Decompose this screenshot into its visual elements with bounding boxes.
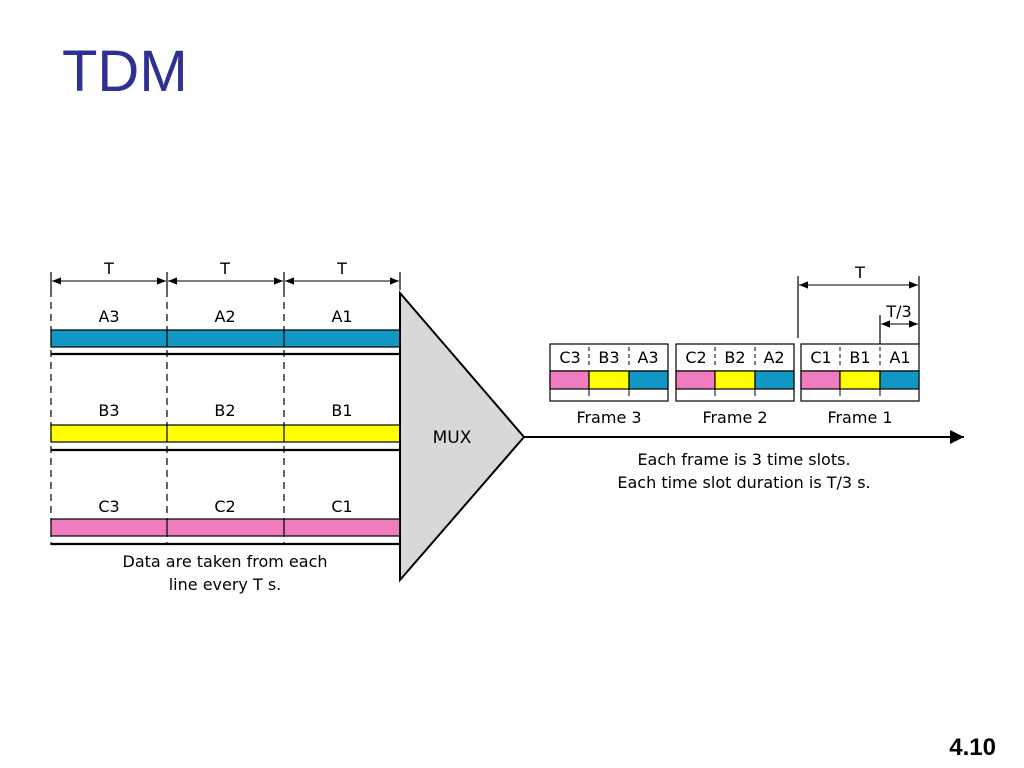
- data-unit-label: A1: [331, 307, 352, 326]
- period-label: T: [219, 259, 230, 278]
- slot-duration-label: T/3: [885, 302, 911, 321]
- period-label: T: [336, 259, 347, 278]
- input-line-b: B3 B2 B1: [50, 401, 401, 452]
- slot-a: [754, 370, 795, 390]
- input-caption-line-2: line every T s.: [169, 575, 282, 594]
- data-unit-label: C3: [98, 497, 119, 516]
- frame-3: C3 B3 A3 Frame 3: [549, 343, 669, 427]
- line-b-bar: [50, 424, 401, 443]
- slot-label: B2: [724, 348, 745, 367]
- slide-title: TDM: [62, 39, 188, 104]
- frame-label: Frame 2: [702, 408, 767, 427]
- frame-duration-dimension: T: [797, 263, 920, 344]
- data-unit-label: A2: [214, 307, 235, 326]
- input-line-c: C3 C2 C1: [50, 497, 401, 546]
- data-unit-label: B3: [98, 401, 119, 420]
- frame-2: C2 B2 A2 Frame 2: [675, 343, 795, 427]
- line-a-bar: [50, 329, 401, 348]
- slot-duration-dimension: T/3: [879, 302, 918, 344]
- slot-label: A2: [763, 348, 784, 367]
- period-separators: [50, 290, 285, 545]
- page-number: 4.10: [949, 734, 996, 761]
- slot-a: [628, 370, 669, 390]
- slot-label: C2: [685, 348, 706, 367]
- slot-a: [879, 370, 920, 390]
- input-period-dimension: T T T: [50, 259, 401, 290]
- period-label: T: [103, 259, 114, 278]
- input-line-a: A3 A2 A1: [50, 307, 401, 356]
- frame-1: C1 B1 A1 Frame 1: [800, 343, 920, 427]
- slot-b: [714, 370, 756, 390]
- line-c-bar: [50, 518, 401, 537]
- frame-duration-label: T: [854, 263, 865, 282]
- mux-block: [399, 290, 526, 583]
- slot-c: [800, 370, 841, 390]
- frame-label: Frame 1: [827, 408, 892, 427]
- slot-label: A1: [889, 348, 910, 367]
- slot-label: B3: [598, 348, 619, 367]
- output-caption-line-2: Each time slot duration is T/3 s.: [617, 473, 870, 492]
- output-caption-line-1: Each frame is 3 time slots.: [637, 450, 850, 469]
- frame-label: Frame 3: [576, 408, 641, 427]
- data-unit-label: B1: [331, 401, 352, 420]
- slot-b: [839, 370, 881, 390]
- data-unit-label: C2: [214, 497, 235, 516]
- input-caption-line-1: Data are taken from each: [123, 552, 328, 571]
- data-unit-label: B2: [214, 401, 235, 420]
- slot-b: [588, 370, 630, 390]
- slot-c: [549, 370, 590, 390]
- slot-label: B1: [849, 348, 870, 367]
- data-unit-label: C1: [331, 497, 352, 516]
- slot-label: C3: [559, 348, 580, 367]
- slot-label: C1: [810, 348, 831, 367]
- slot-c: [675, 370, 716, 390]
- data-unit-label: A3: [98, 307, 119, 326]
- slot-label: A3: [637, 348, 658, 367]
- mux-label: MUX: [433, 428, 472, 448]
